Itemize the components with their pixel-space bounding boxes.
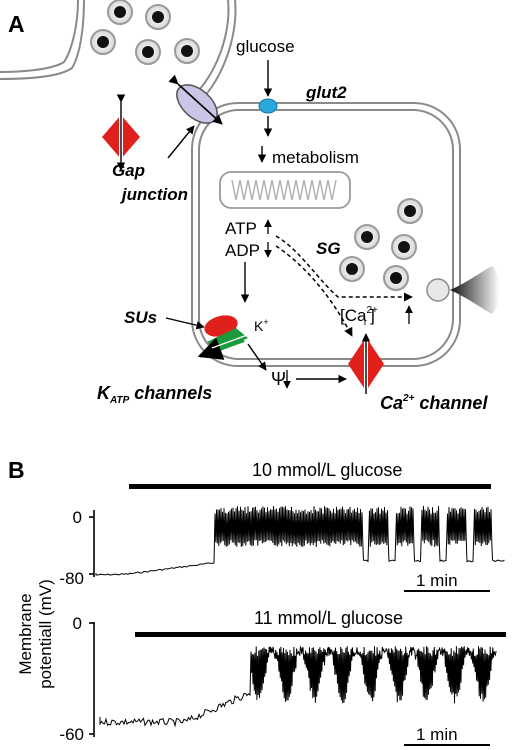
granule bbox=[339, 256, 365, 282]
top-condition-label: 10 mmol/L glucose bbox=[252, 460, 402, 480]
katp-channels-label: KATP channels bbox=[97, 383, 212, 406]
secretory-granules bbox=[339, 198, 423, 291]
katp-to-psi-arrow bbox=[247, 343, 267, 371]
k-ion-label: K+ bbox=[254, 317, 269, 334]
atp-label: ATP bbox=[225, 219, 257, 238]
glucose-label: glucose bbox=[236, 37, 295, 56]
granule bbox=[397, 198, 423, 224]
top-recording: 10 mmol/L glucose 0 -80 1 min bbox=[59, 460, 505, 592]
granule bbox=[391, 234, 417, 260]
top-y-tick-label-80: -80 bbox=[59, 569, 84, 588]
granule bbox=[90, 29, 116, 55]
mitochondrion-icon bbox=[219, 171, 351, 209]
ca-channel-label: Ca2+ channel bbox=[380, 393, 488, 413]
panel-b-label: B bbox=[8, 457, 25, 483]
neighbor-ca-channel-icon bbox=[102, 94, 140, 172]
atp-to-exocytosis-dashed-arrow bbox=[275, 235, 413, 302]
bottom-recording: 11 mmol/L glucose 0 -60 1 min bbox=[59, 608, 506, 746]
bottom-condition-label: 11 mmol/L glucose bbox=[254, 608, 403, 628]
granule bbox=[174, 38, 200, 64]
katp-channel-icon bbox=[197, 315, 251, 360]
adp-label: ADP bbox=[225, 241, 260, 260]
glut2-label: glut2 bbox=[305, 83, 347, 102]
gap-label-arrow bbox=[167, 125, 195, 159]
granule bbox=[135, 39, 161, 65]
gap-junction bbox=[168, 74, 223, 125]
bottom-y-tick-label-60: -60 bbox=[59, 725, 84, 744]
glut2-transporter-icon bbox=[258, 98, 278, 114]
bottom-time-scale-label: 1 min bbox=[416, 725, 458, 744]
y-axis-label-line-2: potentiall (mV) bbox=[36, 579, 55, 689]
sg-label: SG bbox=[316, 239, 341, 258]
psi-label: Ψ bbox=[271, 369, 286, 389]
atp-to-calcium-dashed-arrow bbox=[275, 245, 353, 337]
metabolism-label: metabolism bbox=[272, 148, 359, 167]
beta-cell-membrane bbox=[191, 102, 461, 367]
y-axis-label-line-1: Membrane bbox=[16, 593, 35, 674]
sus-arrow bbox=[165, 317, 205, 330]
panel-a-label: A bbox=[8, 11, 25, 37]
top-membrane-potential-trace bbox=[95, 505, 505, 576]
bottom-y-tick-label-0: 0 bbox=[73, 614, 82, 633]
granule bbox=[383, 265, 409, 291]
granule bbox=[145, 4, 171, 30]
bottom-membrane-potential-trace bbox=[99, 645, 497, 728]
top-stimulus-bar bbox=[129, 484, 491, 489]
top-time-scale-label: 1 min bbox=[416, 571, 458, 590]
ca-channel-icon bbox=[348, 327, 384, 398]
granule bbox=[354, 224, 380, 250]
granule bbox=[107, 0, 133, 25]
gap-junction-label-1: Gap bbox=[112, 161, 145, 180]
cai-label: [Ca2+i] bbox=[340, 305, 378, 328]
top-y-tick-label-0: 0 bbox=[73, 508, 82, 527]
bottom-stimulus-bar bbox=[135, 632, 506, 637]
gap-junction-label-2: junction bbox=[120, 185, 188, 204]
neighbor-granules bbox=[90, 0, 200, 65]
sus-label: SUs bbox=[124, 308, 157, 327]
exocytosis-icon bbox=[426, 266, 500, 314]
